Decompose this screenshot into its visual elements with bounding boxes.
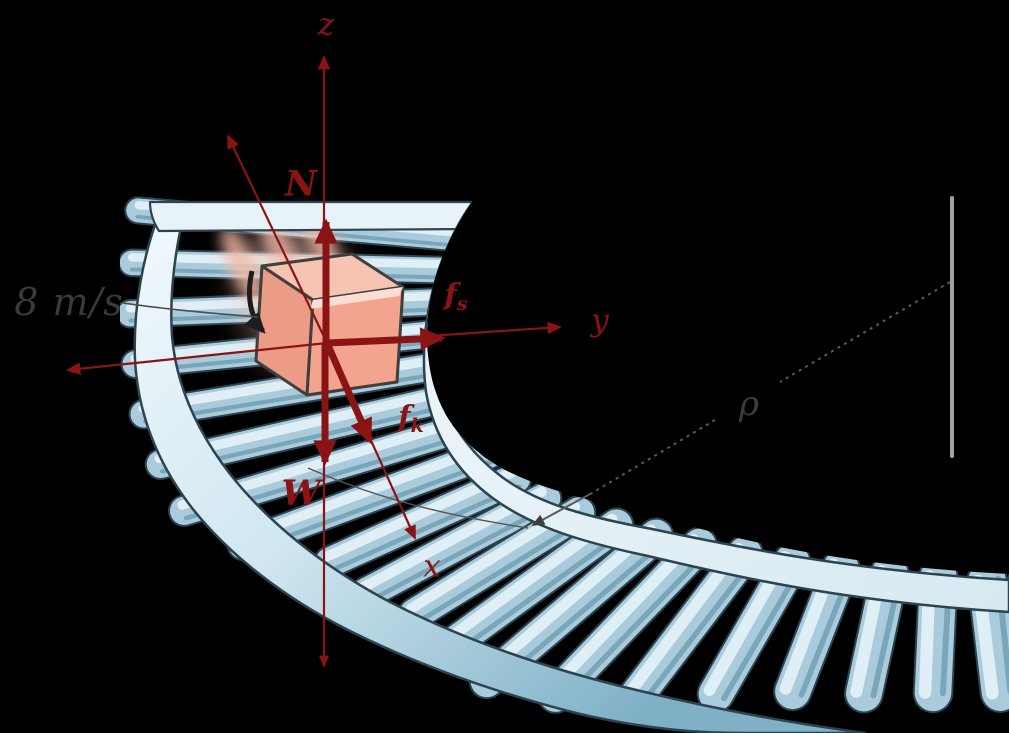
radius-rho-segment [779, 281, 951, 383]
static-friction-arrow [326, 327, 446, 351]
normal-force-label: N [285, 163, 317, 205]
roller [428, 509, 633, 667]
box-top-bevel-highlight [310, 287, 403, 309]
kinetic-friction-base: f [398, 399, 411, 433]
roller [721, 563, 804, 702]
y-axis-negative [66, 341, 328, 375]
radius-rho-line [531, 281, 951, 526]
weight-force-label: W [281, 472, 321, 514]
y-axis-label: y [591, 302, 609, 339]
kinetic-friction-sub: k [410, 415, 424, 437]
x-axis-negative [227, 134, 328, 344]
roller [446, 530, 625, 660]
kinetic-friction-arrow [323, 341, 374, 445]
z-axis-label: z [317, 6, 335, 43]
radius-rho-segment [591, 419, 716, 494]
static-friction-sub: s [456, 293, 468, 315]
roller [476, 524, 657, 682]
roller [331, 484, 522, 572]
roller [350, 483, 561, 609]
roller [235, 441, 493, 544]
roller [620, 536, 762, 713]
haze-streak [220, 225, 266, 307]
x-axis-label: x [423, 548, 441, 585]
force-vectors [313, 218, 446, 466]
roller [416, 518, 587, 624]
roller [641, 557, 756, 704]
radius-rho-arrow [531, 492, 593, 526]
roller [367, 503, 552, 604]
far-end-rail [148, 200, 476, 233]
static-friction-base: f [444, 277, 457, 311]
radius-rho-label: ρ [739, 384, 759, 424]
speed-label: 8 m/s [14, 280, 124, 324]
static-friction-label: fs [444, 280, 467, 314]
kinetic-friction-label: fk [398, 402, 424, 436]
path-arc [307, 467, 529, 529]
speed-leader-line [122, 302, 259, 318]
velocity-arrow [244, 270, 266, 334]
roller [544, 534, 700, 697]
roller [539, 528, 717, 712]
